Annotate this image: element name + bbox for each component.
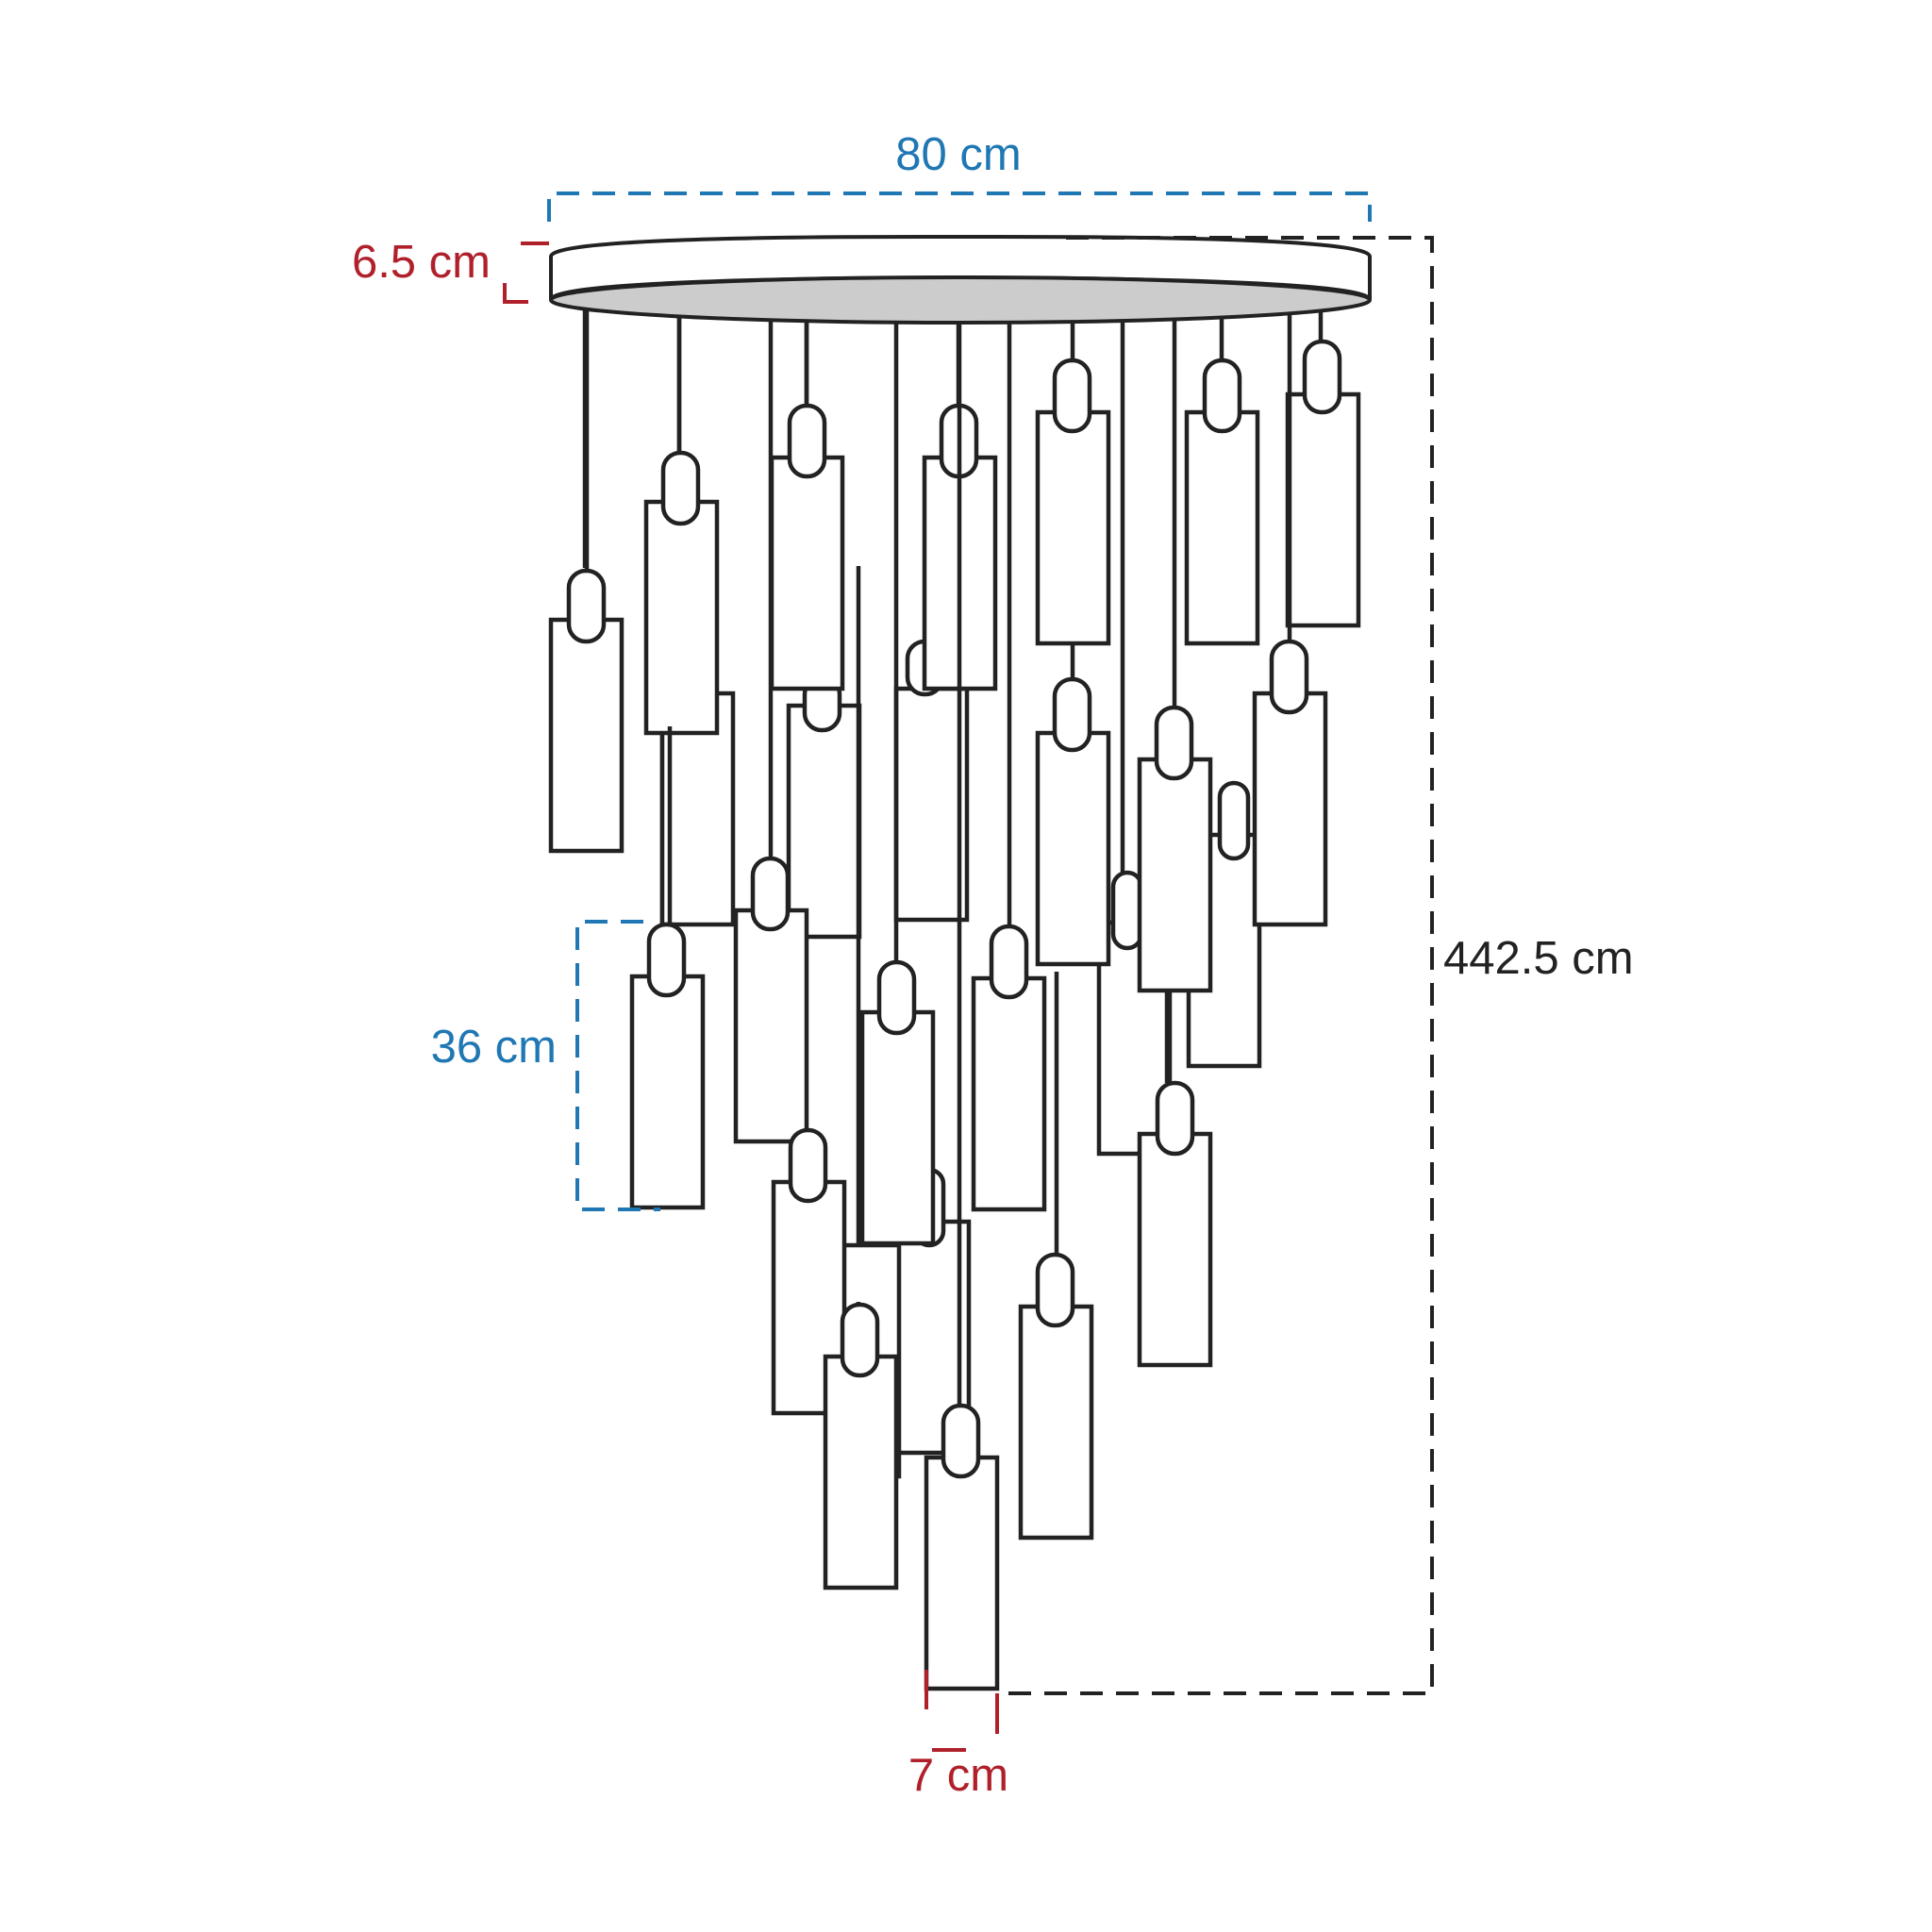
pendant-shade — [859, 302, 936, 1246]
pendant-shade — [1184, 302, 1260, 646]
total-height-label: 442.5 cm — [1443, 933, 1634, 984]
shade-height-dimension-line — [575, 920, 660, 1211]
pendant-shade — [1096, 870, 1173, 1157]
pendant-shade — [786, 675, 862, 940]
shade-width-label: 7 cm — [908, 1750, 1008, 1801]
pendant-shade — [924, 302, 1000, 1691]
pendant-shade — [1035, 281, 1111, 646]
canopy-width-label: 80 cm — [895, 129, 1021, 180]
canopy-height-label: 6.5 cm — [352, 237, 491, 288]
total-height-dimension-line — [1000, 236, 1434, 1695]
shade-height-label: 36 cm — [431, 1022, 557, 1073]
pendant-shade — [1035, 643, 1111, 967]
pendant-shade — [823, 1302, 899, 1591]
pendant-shade — [769, 281, 845, 691]
pendant-group — [548, 281, 1361, 1691]
dimension-ticks — [503, 242, 999, 1752]
canopy-underside — [549, 275, 1372, 325]
pendant-shade — [1285, 302, 1361, 628]
pendant-shade — [1137, 991, 1213, 1368]
pendant-shade — [971, 302, 1047, 1212]
canopy-width-dimension-line — [547, 192, 1372, 222]
pendant-shade — [643, 302, 720, 736]
pendant-shade — [1018, 972, 1094, 1541]
pendant-shade — [1137, 302, 1213, 993]
pendant-shade — [629, 726, 706, 1210]
dimension-lines — [547, 192, 1434, 1695]
canopy — [549, 234, 1372, 325]
pendant-shade — [1252, 302, 1328, 927]
pendant-shade — [733, 302, 809, 1144]
